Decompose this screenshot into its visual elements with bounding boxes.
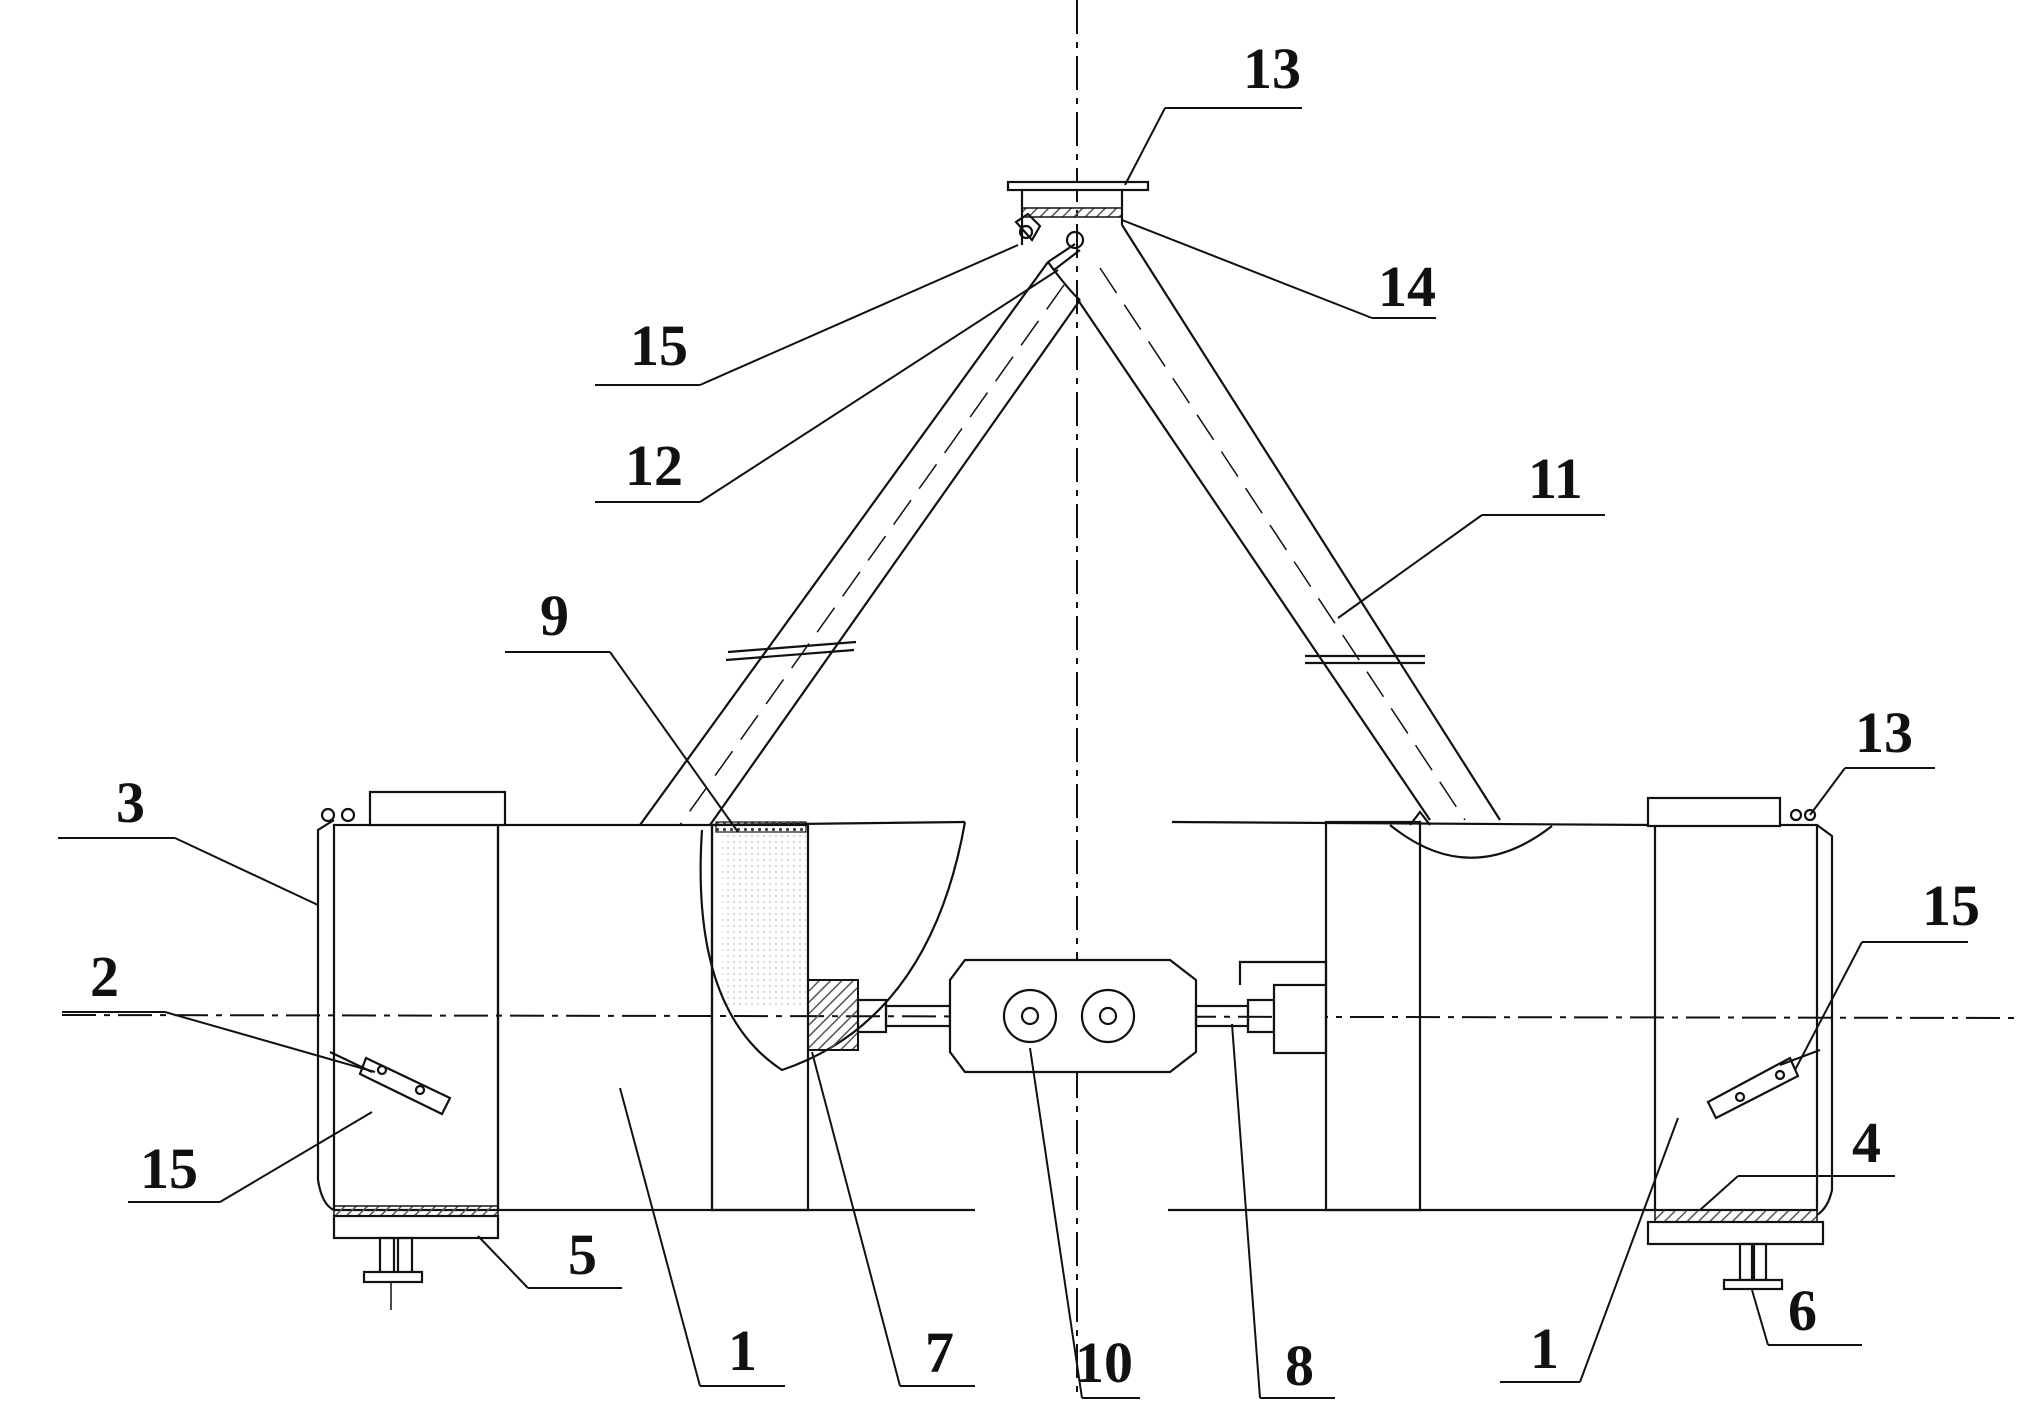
callout-5: 5 (568, 1222, 597, 1287)
callout-6: 6 (1788, 1278, 1817, 1343)
left-valve-handle-icon (329, 1051, 452, 1116)
callout-15-top: 15 (630, 313, 688, 378)
callout-15-right: 15 (1922, 873, 1980, 938)
callout-7: 7 (925, 1320, 954, 1385)
callout-1-right: 1 (1530, 1316, 1559, 1381)
left-tank (316, 790, 975, 1310)
callout-11: 11 (1528, 446, 1583, 511)
branch-pipes (639, 224, 1553, 859)
callout-12: 12 (625, 433, 683, 498)
callout-2: 2 (90, 944, 119, 1009)
top-outlet-flange-assembly (1006, 180, 1150, 271)
callout-3: 3 (116, 770, 145, 835)
right-tank (1168, 796, 1834, 1291)
callout-4: 4 (1852, 1110, 1881, 1175)
leader-lines (58, 107, 1968, 1399)
callout-labels: 13 14 15 12 11 9 13 3 15 2 15 4 5 6 1 7 … (90, 36, 1980, 1398)
callout-13-right: 13 (1855, 700, 1913, 765)
callout-14: 14 (1378, 254, 1436, 319)
callout-10: 10 (1075, 1330, 1133, 1395)
callout-9: 9 (540, 583, 569, 648)
right-valve-handle-icon (1706, 1048, 1821, 1120)
callout-15-left: 15 (140, 1136, 198, 1201)
callout-1-left: 1 (728, 1318, 757, 1383)
callout-8: 8 (1285, 1333, 1314, 1398)
drive-assembly (807, 958, 1328, 1074)
callout-13-top: 13 (1243, 36, 1301, 101)
